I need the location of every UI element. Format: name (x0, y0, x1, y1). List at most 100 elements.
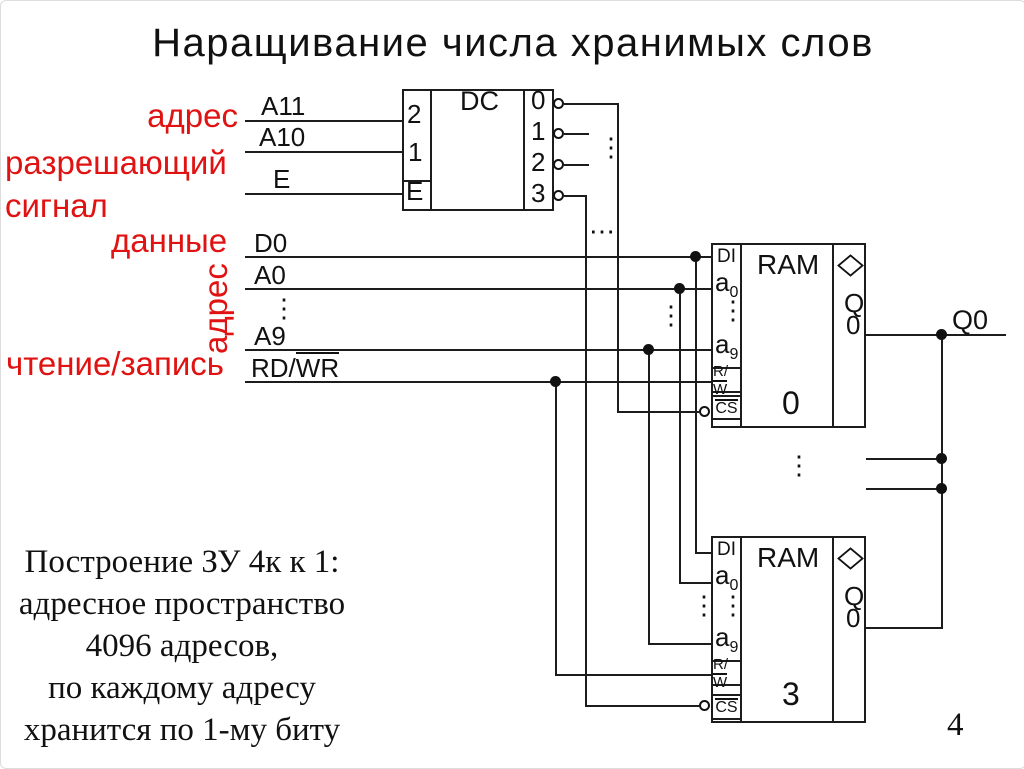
wire-d0-branch-v (695, 257, 697, 554)
wire-e (245, 193, 402, 195)
junction-d0 (690, 251, 701, 262)
wire-ram1-out-stub (866, 458, 943, 460)
decoder-box (402, 89, 554, 211)
inverter-bubble-out0-icon (553, 98, 564, 109)
inverter-bubble-out3-icon (553, 190, 564, 201)
wire-dc-out3-v (585, 195, 587, 707)
ram0-di: DI (717, 246, 736, 267)
decoder-input-2: 2 (407, 99, 422, 129)
junction-ram1-out (936, 453, 947, 464)
signal-a10: A10 (259, 122, 306, 152)
ellipsis-address-wires-icon: ⋮ (658, 300, 684, 330)
ram3-cs-box: CS (711, 694, 742, 720)
wire-a9-branch-h (648, 643, 711, 645)
wire-ram3-cs (586, 705, 699, 707)
wire-dc-out3-h (564, 195, 587, 197)
ellipsis-address-labels-icon: ⋮ (271, 293, 297, 323)
wire-rdwr-branch-v (555, 382, 557, 676)
signal-rd-wr: RD/WR (251, 352, 340, 383)
decoder-enable-box-line (402, 180, 432, 182)
wire-a0-branch-v (679, 289, 681, 584)
wire-d0-branch-h (695, 552, 711, 554)
wire-a9-branch-v (648, 350, 650, 645)
wire-ram2-out-stub (866, 488, 943, 490)
label-enable-2: сигнал (5, 187, 108, 224)
page-title: Наращивание числа хранимых слов (152, 21, 874, 65)
wire-a9 (245, 349, 711, 351)
label-address-vertical: адрес (197, 263, 234, 354)
signal-a9: A9 (254, 321, 286, 351)
ram0-left-divider (740, 243, 742, 428)
decoder-out-1: 1 (531, 116, 546, 146)
ram3-q: Q (844, 581, 865, 611)
caption-line: адресное пространство (18, 586, 346, 622)
caption-line: 4096 адресов, (85, 628, 279, 664)
ram0-q-bit: 0 (846, 310, 861, 340)
junction-rd-wr (550, 376, 561, 387)
ram0-cs-bubble-icon (699, 406, 710, 417)
junction-ram2-out (936, 483, 947, 494)
ram3-a0: a0 (715, 560, 739, 594)
ellipsis-hidden-rams-icon: ⋮ (786, 450, 812, 480)
label-address-top: адрес (147, 97, 238, 134)
ram0-right-divider (832, 243, 834, 428)
ram3-left-divider (740, 536, 742, 723)
caption-line: по каждому адресу (48, 670, 316, 706)
signal-a11: A11 (261, 91, 306, 121)
signal-a0: A0 (254, 260, 286, 290)
ram0-a9: a9 (715, 329, 739, 363)
wire-rdwr-branch-h (555, 674, 711, 676)
inverter-bubble-out1-icon (553, 128, 564, 139)
caption-block: Построение ЗУ 4к к 1: адресное пространс… (4, 541, 360, 751)
wire-ram3-out (866, 627, 943, 629)
ram3-a9: a9 (715, 622, 739, 656)
ram0-number: 0 (782, 385, 800, 421)
wire-d0 (245, 256, 711, 258)
wire-rd-wr (245, 381, 711, 383)
ram3-box (711, 536, 866, 723)
decoder-out-3: 3 (531, 178, 546, 208)
ram0-rw-box: R/W (711, 363, 742, 397)
wire-dc-out2-stub (564, 164, 589, 166)
decoder-input-1: 1 (408, 137, 423, 167)
ellipsis-dc-columns-icon: ⋯ (589, 216, 615, 246)
ram3-rw-box: R/W (711, 656, 742, 690)
wire-a11 (245, 120, 402, 122)
junction-a0 (674, 283, 685, 294)
ram3-right-divider (832, 536, 834, 723)
page-number: 4 (947, 707, 964, 743)
ram3-di: DI (717, 539, 736, 560)
ram0-box (711, 243, 866, 428)
output-q0-label: Q0 (952, 305, 989, 335)
ram3-title: RAM (757, 542, 820, 573)
junction-q0 (936, 329, 947, 340)
decoder-left-divider (430, 89, 432, 211)
ram3-cs-bubble-icon (699, 700, 710, 711)
label-enable-1: разрешающий (5, 144, 227, 181)
ram0-title: RAM (757, 249, 820, 280)
signal-e: E (273, 164, 291, 194)
wire-ram0-cs (618, 411, 699, 413)
signal-d0: D0 (254, 228, 288, 258)
decoder-label: DC (460, 86, 499, 116)
ram3-number: 3 (782, 676, 800, 712)
ellipsis-ram3-outside-icon: ⋮ (691, 590, 717, 620)
label-data: данные (111, 222, 228, 259)
ram0-a0: a0 (715, 267, 739, 301)
wire-a10 (245, 151, 402, 153)
junction-a9 (643, 344, 654, 355)
ellipsis-dc-outputs-icon: ⋮ (598, 132, 624, 162)
inverter-bubble-out2-icon (553, 159, 564, 170)
decoder-right-divider (523, 89, 525, 211)
wire-a0 (245, 288, 711, 290)
ram0-q: Q (844, 288, 865, 318)
decoder-out-0: 0 (531, 85, 546, 115)
ellipsis-ram0-addr-icon: ⋮ (720, 295, 746, 325)
ellipsis-ram3-addr-icon: ⋮ (720, 590, 746, 620)
ram0-cs-box: CS (711, 395, 742, 420)
caption-line: Построение ЗУ 4к к 1: (24, 544, 340, 580)
wire-q0-bus (941, 334, 943, 629)
wire-dc-out1-stub (564, 133, 589, 135)
wire-dc-out0-h (564, 103, 619, 105)
